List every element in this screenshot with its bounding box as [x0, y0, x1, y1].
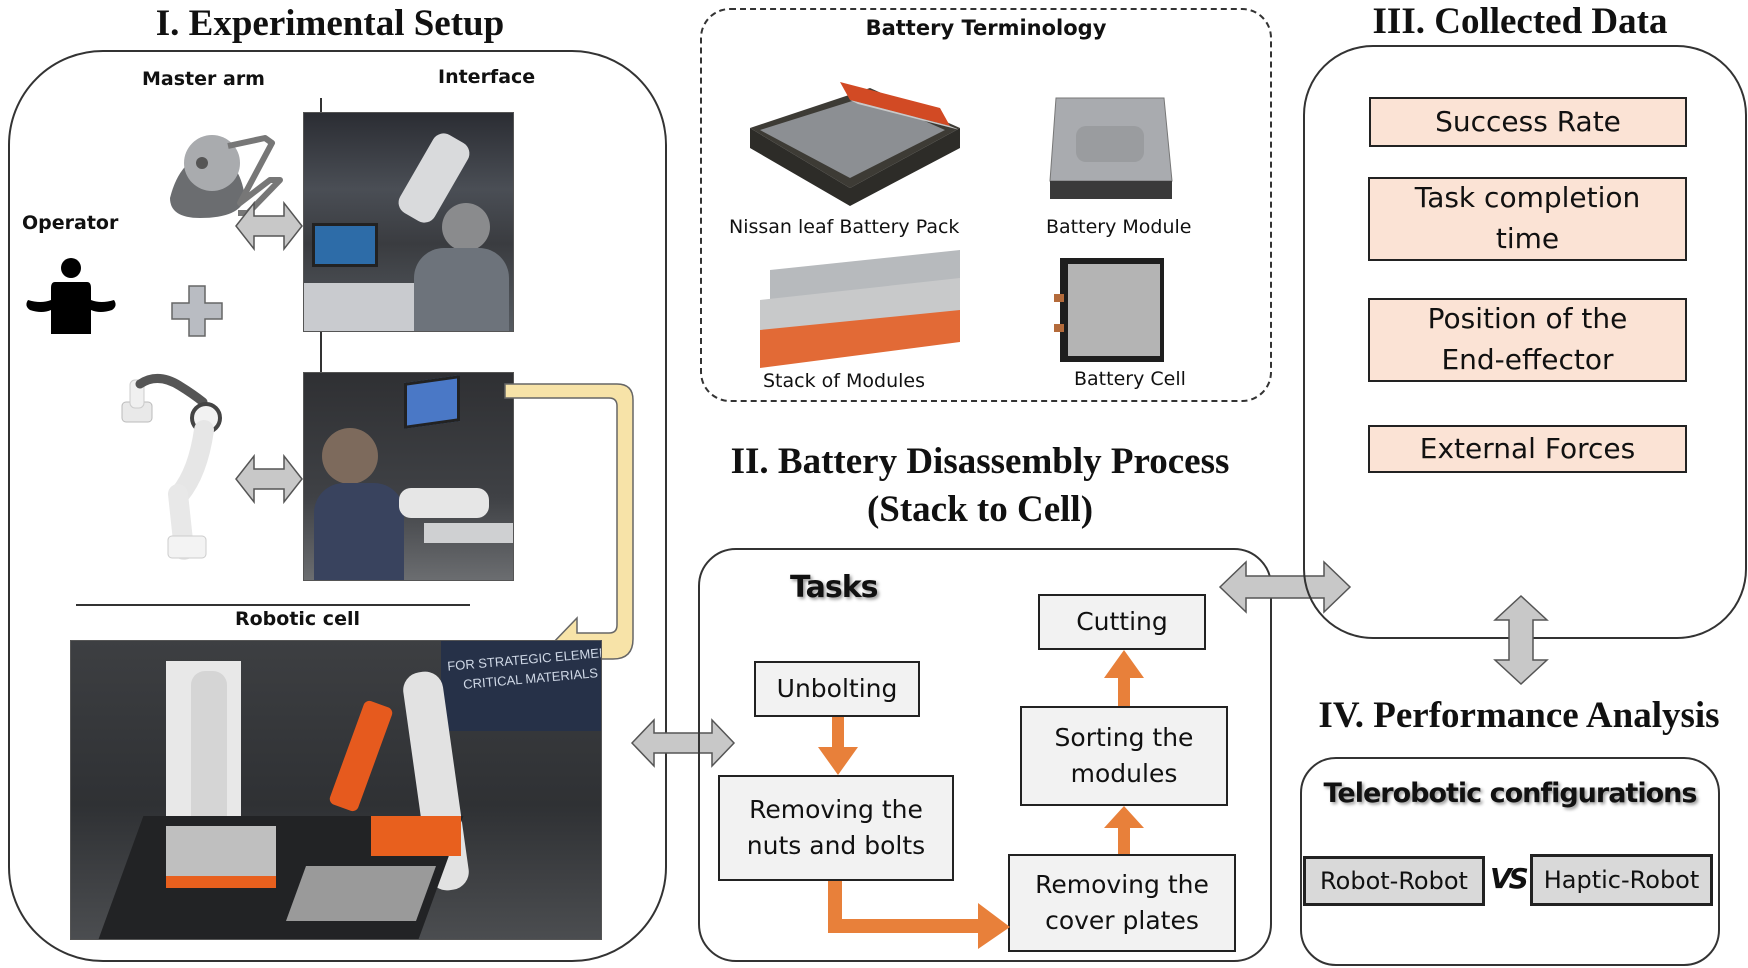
- data-success-rate: Success Rate: [1369, 97, 1687, 147]
- operator-label: Operator: [22, 212, 119, 234]
- config-haptic-robot: Haptic-Robot: [1530, 854, 1713, 906]
- battery-terminology-title: Battery Terminology: [865, 16, 1107, 40]
- battery-pack-label: Nissan leaf Battery Pack: [729, 216, 960, 238]
- interface-photo-robot: [303, 372, 514, 581]
- task-sorting-modules: Sorting the modules: [1020, 706, 1228, 806]
- battery-module-label: Battery Module: [1046, 216, 1192, 238]
- battery-terminology-panel: [700, 8, 1272, 402]
- flow-arrow-elbow-icon: [828, 881, 1010, 949]
- section4-title: IV. Performance Analysis: [1318, 695, 1720, 736]
- data-end-effector-position: Position of the End-effector: [1368, 298, 1687, 382]
- module-stack-image: [760, 250, 960, 368]
- robotic-cell-divider: [76, 604, 470, 606]
- task-removing-cover-plates: Removing the cover plates: [1008, 854, 1236, 952]
- battery-cell-image: [1054, 258, 1164, 362]
- haptic-device-illustration: [170, 135, 283, 218]
- robotic-cell-label: Robotic cell: [235, 608, 360, 630]
- double-arrow-icon: [630, 718, 736, 768]
- task-cutting: Cutting: [1038, 594, 1206, 650]
- task-unbolting: Unbolting: [754, 661, 920, 717]
- battery-module-image: [1049, 97, 1173, 199]
- flow-arrow-up-icon: [1104, 650, 1144, 706]
- master-arm-label: Master arm: [142, 68, 265, 90]
- section3-title: III. Collected Data: [1372, 1, 1668, 42]
- config-robot-robot: Robot-Robot: [1303, 856, 1485, 906]
- module-stack-label: Stack of Modules: [763, 370, 925, 392]
- experimental-setup-panel: [8, 50, 667, 962]
- interface-photo-haptic: [303, 112, 514, 332]
- interface-label: Interface: [438, 66, 536, 88]
- operator-person-icon: [26, 258, 116, 334]
- task-removing-nuts-bolts: Removing the nuts and bolts: [718, 775, 954, 881]
- data-task-completion-time: Task completion time: [1368, 177, 1687, 261]
- versus-label: VS: [1490, 862, 1529, 895]
- flow-arrow-up-icon: [1104, 806, 1144, 854]
- data-external-forces: External Forces: [1368, 425, 1687, 473]
- setup-divider: [320, 98, 322, 570]
- section2-title-line2: (Stack to Cell): [866, 489, 1094, 530]
- battery-cell-label: Battery Cell: [1074, 368, 1186, 390]
- double-arrow-icon: [235, 200, 303, 252]
- vertical-double-arrow-icon: [1493, 594, 1549, 686]
- battery-pack-image: [750, 82, 960, 206]
- section2-title-line1: II. Battery Disassembly Process: [730, 441, 1230, 482]
- section1-title: I. Experimental Setup: [155, 3, 505, 44]
- feedback-arrow-icon: [504, 383, 634, 676]
- tasks-panel: [698, 548, 1272, 962]
- performance-analysis-panel: [1300, 757, 1720, 966]
- robotic-cell-photo: FOR STRATEGIC ELEMENTS CRITICAL MATERIAL…: [70, 640, 602, 940]
- robot-arm-illustration: [121, 374, 222, 560]
- plus-icon: [171, 285, 223, 337]
- flow-arrow-down-icon: [818, 717, 858, 775]
- double-arrow-icon: [235, 453, 303, 505]
- config-heading: Telerobotic configurations: [1323, 778, 1698, 809]
- tasks-heading: Tasks: [790, 570, 879, 605]
